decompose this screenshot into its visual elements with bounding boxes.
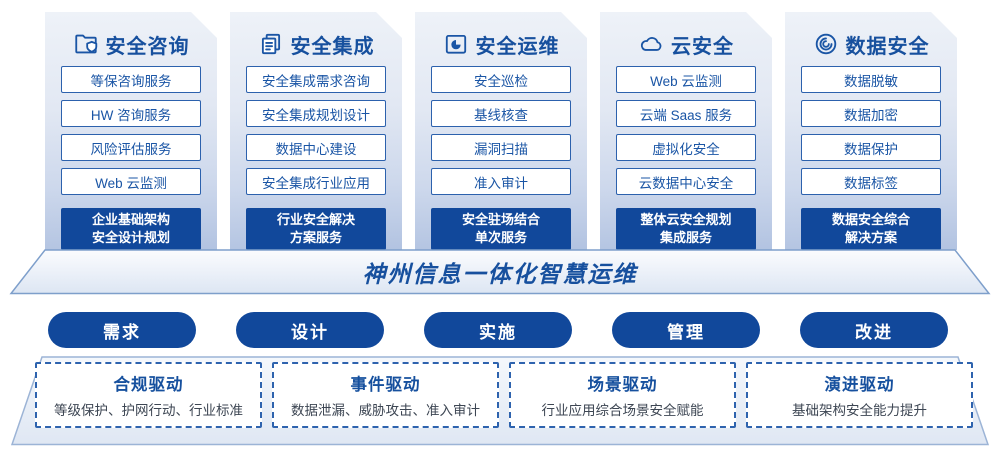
service-item: Web 云监测 — [616, 66, 756, 93]
column-footer: 企业基础架构 安全设计规划 — [61, 208, 201, 250]
driver-title: 场景驱动 — [587, 376, 658, 394]
service-item: 数据脱敏 — [801, 66, 941, 93]
service-item: 数据加密 — [801, 100, 941, 127]
banner-title: 神州信息一体化智慧运维 — [362, 261, 638, 287]
service-item: 安全集成规划设计 — [246, 100, 386, 127]
pill-management: 管理 — [612, 312, 760, 348]
driver-title: 演进驱动 — [824, 376, 895, 394]
column-security-operations: 安全运维 安全巡检 基线核查 漏洞扫描 准入审计 安全驻场结合 单次服务 — [415, 12, 587, 250]
column-footer: 安全驻场结合 单次服务 — [431, 208, 571, 250]
column-footer: 整体云安全规划 集成服务 — [616, 208, 756, 250]
pill-improvement: 改进 — [800, 312, 948, 348]
service-item: 漏洞扫描 — [431, 134, 571, 161]
service-item-list: 数据脱敏 数据加密 数据保护 数据标签 — [801, 66, 941, 195]
folder-shield-icon — [73, 31, 99, 57]
pill-design: 设计 — [236, 312, 384, 348]
column-header: 安全集成 — [258, 29, 375, 59]
fingerprint-icon — [813, 31, 839, 57]
driver-incident: 事件驱动 数据泄漏、威胁攻击、准入审计 — [272, 362, 499, 428]
driver-description: 数据泄漏、威胁攻击、准入审计 — [291, 403, 480, 418]
pill-implementation: 实施 — [424, 312, 572, 348]
service-item-list: 安全集成需求咨询 安全集成规划设计 数据中心建设 安全集成行业应用 — [246, 66, 386, 195]
column-header: 数据安全 — [813, 29, 930, 59]
column-title: 云安全 — [671, 35, 734, 58]
service-item: 等保咨询服务 — [61, 66, 201, 93]
service-item: 数据保护 — [801, 134, 941, 161]
service-item: 云数据中心安全 — [616, 168, 756, 195]
service-item: 虚拟化安全 — [616, 134, 756, 161]
driver-scenario: 场景驱动 行业应用综合场景安全赋能 — [509, 362, 736, 428]
column-header: 云安全 — [638, 29, 734, 59]
column-header: 安全运维 — [443, 29, 560, 59]
service-item: 数据标签 — [801, 168, 941, 195]
service-item: 准入审计 — [431, 168, 571, 195]
driver-title: 事件驱动 — [350, 376, 421, 394]
service-item-list: 安全巡检 基线核查 漏洞扫描 准入审计 — [431, 66, 571, 195]
column-cloud-security: 云安全 Web 云监测 云端 Saas 服务 虚拟化安全 云数据中心安全 整体云… — [600, 12, 772, 250]
service-item: HW 咨询服务 — [61, 100, 201, 127]
service-item: 基线核查 — [431, 100, 571, 127]
driver-evolution: 演进驱动 基础架构安全能力提升 — [746, 362, 973, 428]
service-item: 数据中心建设 — [246, 134, 386, 161]
service-item: 风险评估服务 — [61, 134, 201, 161]
column-security-integration: 安全集成 安全集成需求咨询 安全集成规划设计 数据中心建设 安全集成行业应用 行… — [230, 12, 402, 250]
process-pills: 需求 设计 实施 管理 改进 — [48, 312, 948, 348]
column-footer: 行业安全解决 方案服务 — [246, 208, 386, 250]
column-title: 安全运维 — [475, 35, 560, 58]
service-item-list: Web 云监测 云端 Saas 服务 虚拟化安全 云数据中心安全 — [616, 66, 756, 195]
service-item: 安全集成需求咨询 — [246, 66, 386, 93]
driver-compliance: 合规驱动 等级保护、护网行动、行业标准 — [35, 362, 262, 428]
driver-description: 等级保护、护网行动、行业标准 — [54, 403, 243, 418]
service-item: 安全巡检 — [431, 66, 571, 93]
column-title: 安全集成 — [290, 35, 375, 58]
column-title: 安全咨询 — [105, 35, 190, 58]
column-footer: 数据安全综合 解决方案 — [801, 208, 941, 250]
service-item: 云端 Saas 服务 — [616, 100, 756, 127]
documents-icon — [258, 31, 284, 57]
service-item-list: 等保咨询服务 HW 咨询服务 风险评估服务 Web 云监测 — [61, 66, 201, 195]
driver-description: 行业应用综合场景安全赋能 — [541, 403, 704, 418]
column-title: 数据安全 — [845, 35, 930, 58]
service-item: Web 云监测 — [61, 168, 201, 195]
driver-boxes: 合规驱动 等级保护、护网行动、行业标准 事件驱动 数据泄漏、威胁攻击、准入审计 … — [35, 362, 973, 428]
driver-description: 基础架构安全能力提升 — [792, 403, 927, 418]
column-header: 安全咨询 — [73, 29, 190, 59]
column-security-consulting: 安全咨询 等保咨询服务 HW 咨询服务 风险评估服务 Web 云监测 企业基础架… — [45, 12, 217, 250]
driver-title: 合规驱动 — [113, 376, 184, 394]
service-item: 安全集成行业应用 — [246, 168, 386, 195]
column-data-security: 数据安全 数据脱敏 数据加密 数据保护 数据标签 数据安全综合 解决方案 — [785, 12, 957, 250]
pill-requirement: 需求 — [48, 312, 196, 348]
service-columns: 安全咨询 等保咨询服务 HW 咨询服务 风险评估服务 Web 云监测 企业基础架… — [45, 12, 957, 250]
cloud-icon — [638, 31, 664, 57]
banner-platform-shape — [9, 249, 991, 295]
folder-chart-icon — [443, 31, 469, 57]
